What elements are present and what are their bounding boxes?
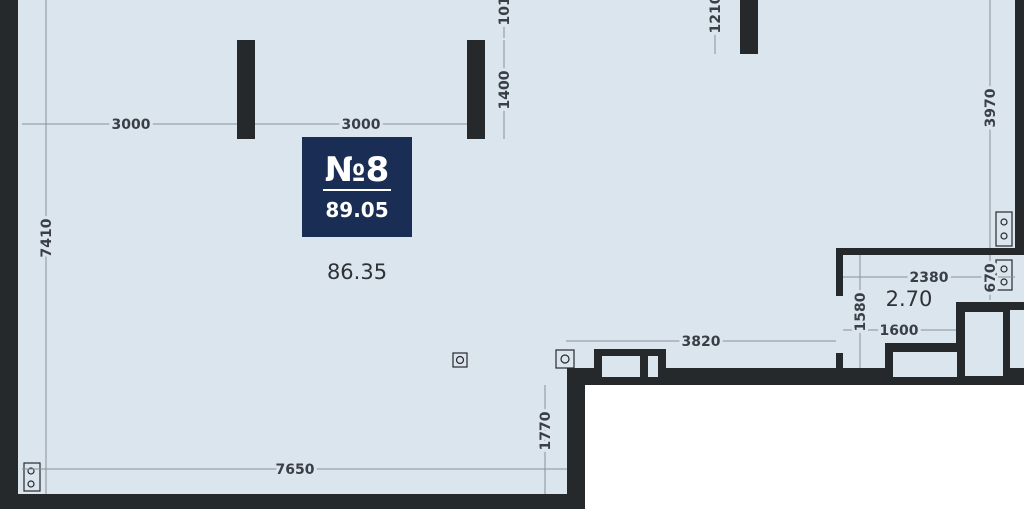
apartment-number: №8: [325, 150, 390, 190]
dimension-lines: [22, 0, 1015, 494]
apartment-badge: №8 89.05: [302, 137, 412, 237]
dim-bath-width: 2380: [910, 270, 949, 286]
wall-left: [0, 0, 18, 509]
dim-bottom-width: 7650: [276, 462, 315, 478]
column-icon: [467, 40, 485, 139]
shaft-box-inner-2: [648, 356, 658, 377]
bath-area-label: 2.70: [886, 287, 933, 311]
dim-lower-left-height: 1770: [538, 411, 554, 450]
riser-icon: [555, 349, 575, 369]
bath-wall-top: [836, 248, 1024, 255]
wall-right: [1015, 0, 1024, 250]
column-icon: [740, 0, 758, 54]
column-icon: [237, 40, 255, 139]
shaft-box-far-inner: [965, 312, 1003, 376]
dim-col-gap-left: 3000: [112, 117, 151, 133]
riser-icon: [995, 211, 1013, 247]
wall-lower-right: [567, 368, 585, 509]
dim-top-partial-left: 1010: [497, 0, 513, 25]
dim-bath-side: 670: [983, 263, 999, 292]
bath-wall-left-lower: [836, 353, 843, 370]
dim-bath-bottom: 1600: [880, 323, 919, 339]
riser-icon: [23, 462, 41, 492]
dim-col-gap-mid: 3000: [342, 117, 381, 133]
dim-bath-height: 1580: [853, 292, 869, 331]
dim-left-wall-height: 7410: [39, 218, 55, 257]
riser-icon: [452, 352, 468, 368]
main-area-label: 86.35: [327, 260, 387, 284]
shaft-box-inner: [602, 356, 640, 377]
bath-wall-left-upper: [836, 248, 843, 296]
riser-icon: [995, 259, 1013, 291]
dim-lower-mid: 3820: [682, 334, 721, 350]
exterior-area: [585, 385, 1024, 509]
dim-col-height: 1400: [497, 70, 513, 109]
dim-right-wall-upper: 3970: [983, 88, 999, 127]
shaft-box-right-inner: [893, 352, 957, 377]
dim-top-partial-right: 1210: [708, 0, 724, 33]
apartment-total-area: 89.05: [325, 198, 388, 222]
wall-bottom: [0, 494, 585, 509]
